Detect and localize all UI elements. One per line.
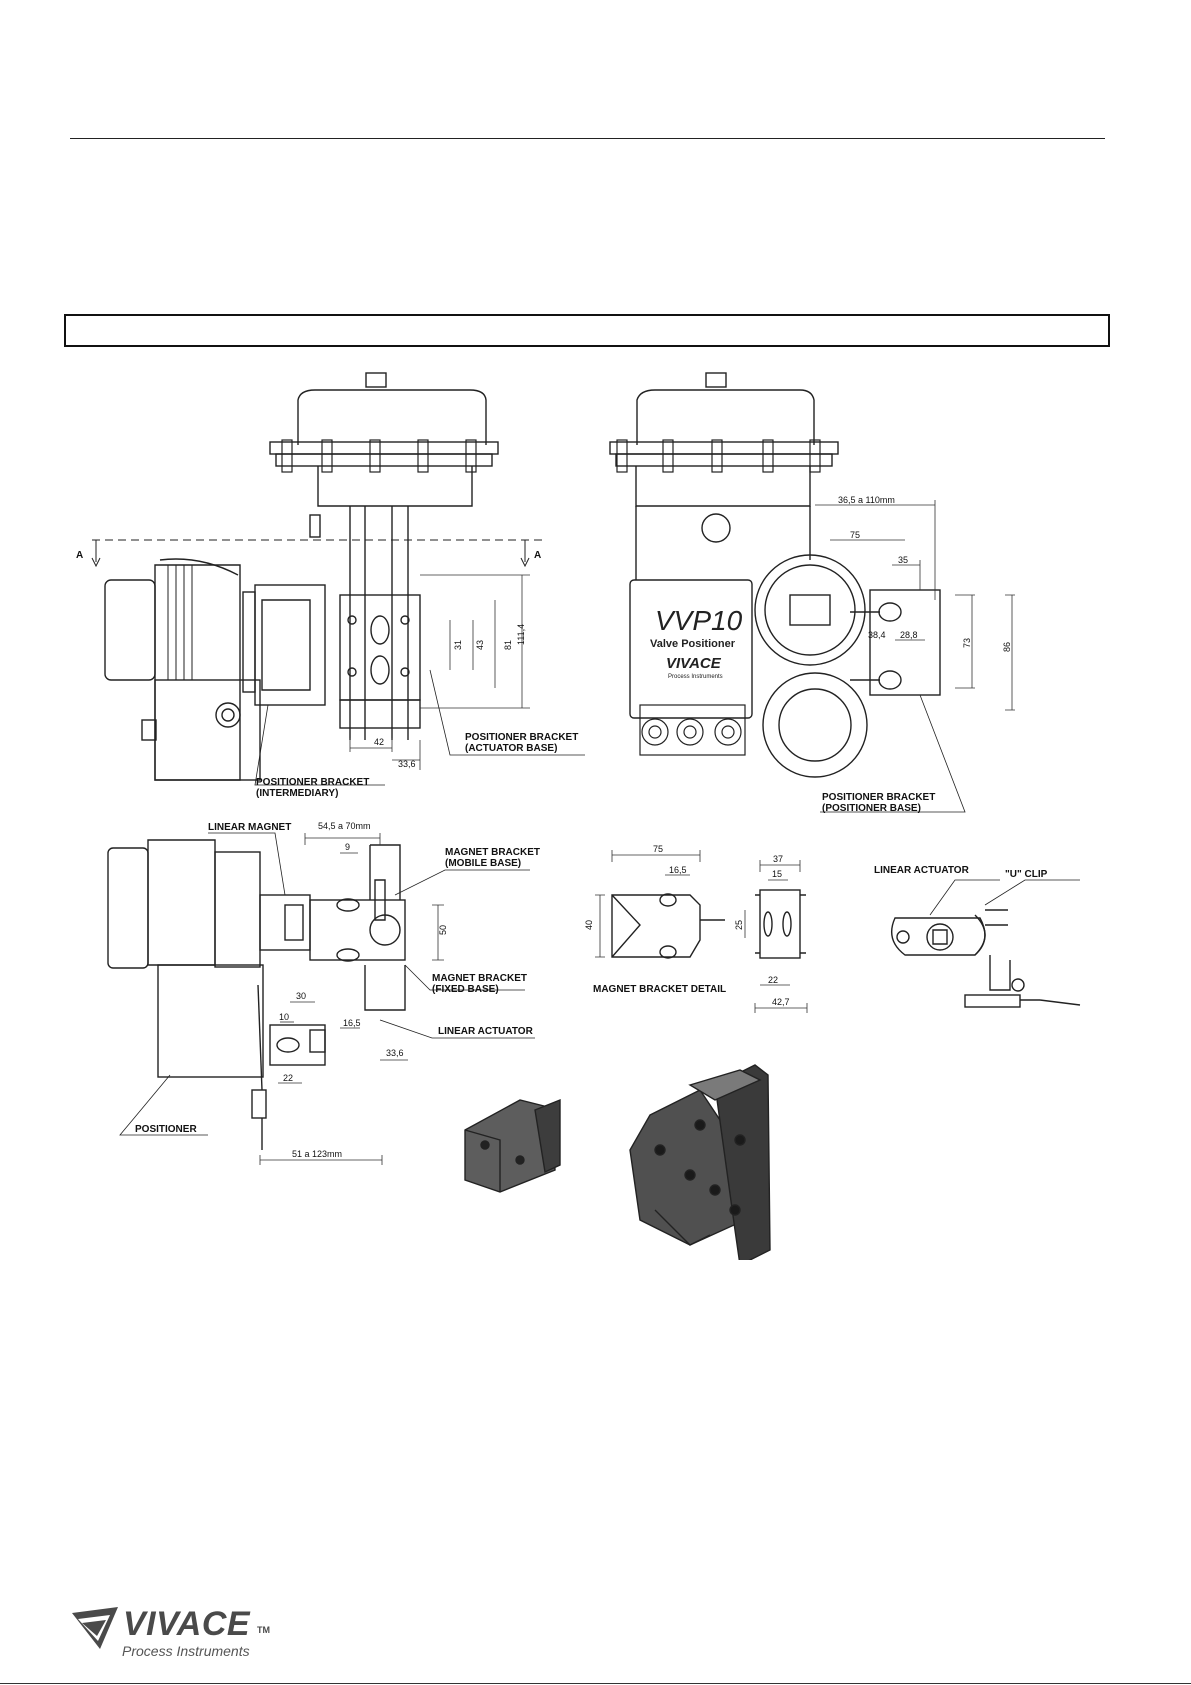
dim-22-detail: 22	[768, 975, 778, 985]
dim-54-5-70: 54,5 a 70mm	[318, 821, 371, 831]
dim-37: 37	[773, 854, 783, 864]
label-bracket-positioner-1: POSITIONER BRACKET	[822, 792, 935, 803]
dim-111-4: 111,4	[516, 624, 526, 645]
dim-86: 86	[1002, 642, 1012, 652]
dim-30: 30	[296, 991, 306, 1001]
label-u-clip: "U" CLIP	[1005, 869, 1048, 880]
dim-35: 35	[898, 555, 908, 565]
bracket-installation-drawing: A A 111,4 81 43 31 42 33,6	[76, 372, 1081, 1260]
label-bracket-positioner-2: (POSITIONER BASE)	[822, 803, 921, 814]
label-magnet-fixed-2: (FIXED BASE)	[432, 984, 499, 995]
linear-magnet-view: 54,5 a 70mm 9 50 30 10 16,5 22 33,6 51 a…	[107, 821, 540, 1165]
label-linear-actuator-2: LINEAR ACTUATOR	[874, 865, 970, 876]
dim-75-detail: 75	[653, 844, 663, 854]
magnet-bracket-detail: 75 16,5 40 37 15 25 22 42,7 MAGNET BRACK…	[584, 844, 808, 1013]
logo-word: VIVACE	[123, 1605, 251, 1643]
section-a-right: A	[534, 550, 541, 561]
dim-51-123: 51 a 123mm	[292, 1149, 342, 1159]
vivace-logo-icon	[72, 1607, 118, 1649]
dim-43: 43	[475, 640, 485, 650]
footer-rule	[0, 1683, 1191, 1684]
dim-42-7: 42,7	[772, 997, 790, 1007]
device-brand-sub: Process Instruments	[668, 674, 723, 680]
vivace-logo: VIVACE TM Process Instruments	[72, 1603, 302, 1663]
device-brand: VIVACE	[666, 655, 722, 672]
dim-50: 50	[438, 925, 448, 935]
section-a-left: A	[76, 550, 83, 561]
dim-28-8: 28,8	[900, 630, 918, 640]
label-magnet-mobile-1: MAGNET BRACKET	[445, 847, 540, 858]
side-view-actuator: A A 111,4 81 43 31 42 33,6	[76, 372, 585, 799]
logo-sub: Process Instruments	[122, 1643, 250, 1659]
logo-tm: TM	[257, 1625, 270, 1635]
dim-25: 25	[734, 920, 744, 930]
label-bracket-actuator-2: (ACTUATOR BASE)	[465, 743, 557, 754]
device-model: VVP10	[655, 605, 743, 636]
section-title-box	[64, 314, 1110, 347]
dim-73: 73	[962, 638, 972, 648]
dim-15: 15	[772, 869, 782, 879]
bracket-3d-render-small	[464, 1098, 561, 1193]
front-view-positioner: VVP10 Valve Positioner VIVACE Process In…	[609, 372, 1015, 814]
dim-16-5-detail: 16,5	[669, 865, 687, 875]
dim-36-5-110: 36,5 a 110mm	[838, 495, 895, 505]
dim-22-left: 22	[283, 1073, 293, 1083]
dim-31: 31	[453, 640, 463, 650]
dim-33-6-top: 33,6	[398, 759, 416, 769]
dim-16-5-left: 16,5	[343, 1018, 361, 1028]
dim-10: 10	[279, 1012, 289, 1022]
u-clip-detail: LINEAR ACTUATOR "U" CLIP	[874, 865, 1081, 1008]
label-magnet-mobile-2: (MOBILE BASE)	[445, 858, 521, 869]
dim-33-6-bottom: 33,6	[386, 1048, 404, 1058]
label-linear-magnet: LINEAR MAGNET	[208, 822, 291, 833]
dim-40: 40	[584, 920, 594, 930]
dim-38-4: 38,4	[868, 630, 886, 640]
label-bracket-intermediary-2: (INTERMEDIARY)	[256, 788, 338, 799]
label-bracket-intermediary-1: POSITIONER BRACKET	[256, 777, 369, 788]
label-linear-actuator: LINEAR ACTUATOR	[438, 1026, 534, 1037]
dim-81: 81	[503, 640, 513, 650]
dim-75-top: 75	[850, 530, 860, 540]
label-positioner: POSITIONER	[135, 1124, 197, 1135]
label-magnet-bracket-detail: MAGNET BRACKET DETAIL	[593, 984, 726, 995]
header-rule	[70, 138, 1105, 139]
device-subtitle: Valve Positioner	[650, 638, 736, 650]
dim-42: 42	[374, 737, 384, 747]
bracket-3d-render-large	[629, 1064, 771, 1260]
label-magnet-fixed-1: MAGNET BRACKET	[432, 973, 527, 984]
label-bracket-actuator-1: POSITIONER BRACKET	[465, 732, 578, 743]
dim-9: 9	[345, 842, 350, 852]
